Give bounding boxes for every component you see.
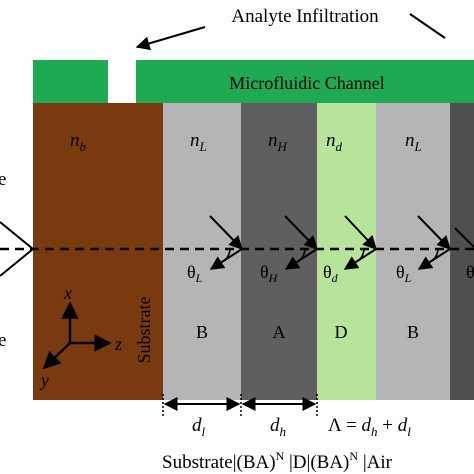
period-label: Λ = dh + dl: [328, 415, 411, 439]
microfluidic-channel-label: Microfluidic Channel: [229, 73, 384, 93]
thickness-markers: dl dh Λ = dh + dl: [162, 394, 411, 439]
ray-group-b-1: θL: [187, 215, 243, 285]
ray-group-b-2: θL: [396, 215, 451, 285]
layer-edge: [450, 103, 474, 400]
substrate-vertical-label: Substrate: [134, 296, 154, 363]
incident-ray: [344, 215, 377, 251]
ray-group-d: θd: [323, 215, 377, 285]
index-layer-d: nd: [326, 130, 343, 154]
angle-arc: [299, 248, 306, 261]
y-axis-label: y: [39, 370, 49, 390]
block-letter-a: A: [273, 322, 286, 342]
incident-ray: [454, 227, 474, 248]
angle-label-b-2: θL: [396, 262, 412, 285]
ray-group-edge: θ: [454, 227, 474, 282]
angle-label-edge: θ: [466, 262, 474, 282]
angle-label-d: θd: [323, 262, 339, 285]
dh-label: dh: [270, 415, 286, 439]
angle-arc: [432, 248, 439, 261]
channel-inlet: [108, 60, 136, 103]
block-letter-b-2: B: [407, 322, 419, 342]
block-letter-b-1: B: [196, 322, 208, 342]
incident-ray: [209, 215, 243, 251]
angle-label-b-1: θL: [187, 262, 203, 285]
index-layer-b-1: nL: [190, 130, 207, 154]
angle-arc: [358, 248, 365, 261]
dl-label: dl: [192, 415, 206, 439]
incident-wave-arrow: [0, 221, 35, 277]
left-edge-letter-top: e: [0, 169, 6, 190]
layer-b-1: [163, 103, 241, 400]
left-edge-letter-bottom: e: [0, 330, 6, 351]
z-axis-label: z: [114, 334, 122, 354]
angle-label-a: θH: [260, 262, 279, 285]
layer-d: [317, 103, 376, 400]
incident-ray: [417, 215, 451, 251]
index-layer-b-2: nL: [405, 130, 422, 154]
coordinate-axes: x z y: [39, 283, 122, 390]
structure-formula: Substrate|(BA)N |D|(BA)N |Air: [162, 449, 393, 473]
infiltration-arrow-right: [409, 13, 446, 39]
microfluidic-channel: [33, 60, 474, 103]
x-axis-label: x: [63, 283, 72, 303]
block-letter-d: D: [335, 322, 348, 342]
incident-ray: [284, 215, 318, 251]
index-substrate: nb: [70, 130, 87, 154]
index-layer-a: nH: [268, 130, 288, 154]
y-axis-arrow: [42, 342, 71, 370]
ray-group-a: θH: [260, 215, 318, 285]
analyte-infiltration-label: Analyte Infiltration: [231, 6, 379, 27]
infiltration-arrow-left: [135, 26, 206, 51]
angle-arc: [224, 248, 231, 261]
